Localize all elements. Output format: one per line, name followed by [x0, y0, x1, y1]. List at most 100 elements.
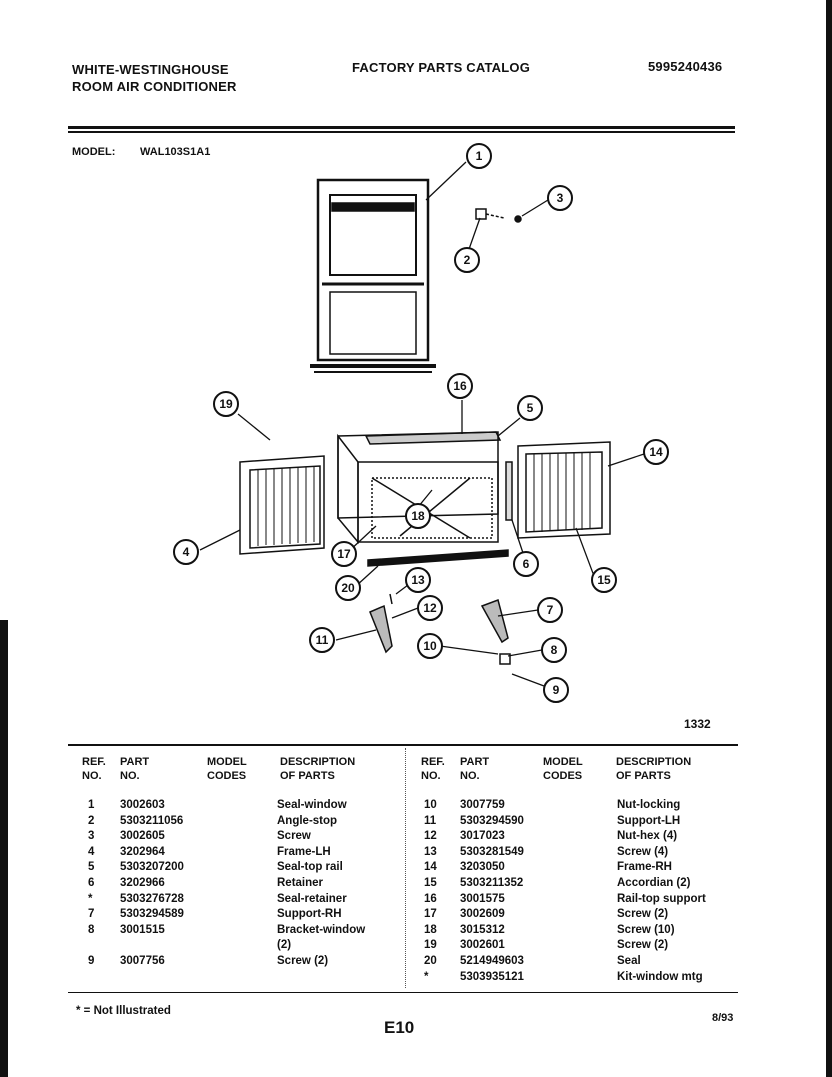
description-cell: Angle-stop: [277, 814, 338, 827]
ref-cell: 19: [424, 939, 437, 952]
part-number-cell: 5303211352: [460, 877, 524, 889]
ref-cell: 16: [424, 892, 437, 905]
callout-circles: [173, 143, 669, 703]
header-model-left: MODEL CODES: [207, 756, 247, 782]
description-cell: Rail-top support: [617, 892, 706, 905]
callout-2: 2: [464, 253, 471, 267]
model-label: MODEL:: [72, 146, 116, 158]
header-rule-thick: [68, 126, 735, 129]
part-number-cell: 5214949603: [460, 955, 524, 967]
brand-line-2: ROOM AIR CONDITIONER: [72, 79, 237, 94]
callout-numbers: 1 2 3 4 5 6 7 8 9 10 11 12 13 14 15 16 1…: [183, 149, 663, 697]
ref-cell: 2: [88, 814, 95, 827]
callout-11: 11: [316, 633, 329, 647]
ref-cell: *: [88, 892, 93, 905]
description-cell: Nut-locking: [617, 799, 681, 811]
description-cell: Screw: [277, 830, 311, 843]
header-part-right: PART NO.: [460, 756, 490, 782]
part-number-cell: 3017023: [460, 830, 505, 843]
ref-cell: 18: [424, 923, 437, 936]
description-cell: Screw (4): [617, 845, 669, 858]
callout-15: 15: [597, 573, 611, 587]
part-number-cell: 5303294589: [120, 908, 184, 921]
drawing-number: 1332: [684, 717, 711, 731]
part-number-cell: 3001575: [460, 892, 505, 905]
part-number-cell: 5303211056: [120, 814, 184, 827]
ref-cell: 11: [424, 814, 437, 827]
part-number-cell: 3007759: [460, 799, 505, 811]
ref-cell: 6: [88, 877, 95, 889]
description-cell: Seal-retainer: [277, 892, 347, 905]
callout-8: 8: [551, 643, 558, 657]
part-number-cell: 5303294590: [460, 814, 524, 827]
callout-14: 14: [649, 445, 663, 459]
description-cell: Support-LH: [617, 814, 681, 827]
table-top-rule: [68, 744, 738, 746]
exploded-parts-diagram: 1 2 3 4 5 6 7 8 9 10 11 12 13 14 15 16 1…: [173, 143, 711, 731]
part-number-cell: 5303281549: [460, 845, 524, 858]
ref-cell: 5: [88, 861, 95, 874]
ref-cell: 13: [424, 845, 437, 858]
callout-7: 7: [547, 603, 554, 617]
not-illustrated-note: * = Not Illustrated: [76, 1005, 171, 1017]
window-seal-drawing: [310, 178, 436, 373]
header-desc-left: DESCRIPTION OF PARTS: [280, 756, 356, 782]
callout-16: 16: [453, 379, 467, 393]
header-desc-right: DESCRIPTION OF PARTS: [616, 756, 692, 782]
catalog-number: 5995240436: [648, 59, 723, 74]
scan-edge-left: [0, 620, 8, 1077]
header-model-right: MODEL CODES: [543, 756, 583, 782]
callout-4: 4: [183, 545, 190, 559]
part-number-cell: 3002605: [120, 830, 165, 843]
ref-cell: 17: [424, 908, 437, 921]
header-ref-left: REF. NO.: [82, 756, 106, 782]
ref-cell: 3: [88, 830, 95, 843]
ref-cell: 9: [88, 955, 95, 967]
callout-6: 6: [523, 557, 530, 571]
description-cell: Seal: [617, 955, 641, 967]
catalog-title: FACTORY PARTS CATALOG: [352, 60, 531, 75]
description-cell: Screw (2): [617, 908, 669, 921]
part-number-cell: 3002601: [460, 939, 505, 952]
revision-date: 8/93: [712, 1012, 734, 1024]
description-cell: Screw (2): [277, 955, 329, 967]
table-bottom-rule: [68, 992, 738, 993]
ref-cell: *: [424, 970, 429, 983]
description-cell: Screw (2): [617, 939, 669, 952]
part-number-cell: 3002609: [460, 908, 505, 921]
description-cell: (2): [277, 939, 292, 952]
part-number-cell: 3002603: [120, 799, 165, 811]
ref-cell: 4: [88, 845, 95, 858]
callout-18: 18: [411, 509, 425, 523]
scan-edge-right: [826, 0, 832, 1077]
brand-line-1: WHITE-WESTINGHOUSE: [72, 62, 229, 77]
callout-17: 17: [337, 547, 351, 561]
part-number-cell: 3202964: [120, 845, 165, 858]
part-number-cell: 3007756: [120, 955, 165, 967]
description-cell: Frame-LH: [277, 845, 331, 858]
header-rule-thin: [68, 131, 735, 133]
model-value: WAL103S1A1: [140, 146, 211, 158]
description-cell: Frame-RH: [617, 861, 672, 874]
ref-cell: 14: [424, 861, 437, 874]
description-cell: Accordian (2): [617, 877, 691, 889]
description-cell: Seal-top rail: [277, 861, 343, 874]
part-number-cell: 5303276728: [120, 892, 184, 905]
part-number-cell: 3202966: [120, 877, 165, 889]
ref-cell: 7: [88, 908, 95, 921]
part-number-cell: 5303935121: [460, 970, 524, 983]
callout-19: 19: [219, 397, 233, 411]
description-cell: Support-RH: [277, 908, 342, 921]
callout-1: 1: [476, 149, 483, 163]
part-number-cell: 3203050: [460, 861, 505, 874]
header-ref-right: REF. NO.: [421, 756, 445, 782]
callout-leaders: [199, 161, 645, 687]
callout-10: 10: [423, 639, 437, 653]
ref-cell: 15: [424, 877, 437, 889]
callout-12: 12: [423, 601, 437, 615]
page-code: E10: [384, 1018, 415, 1037]
ref-cell: 8: [88, 923, 95, 936]
callout-9: 9: [553, 683, 560, 697]
callout-20: 20: [341, 581, 355, 595]
description-cell: Retainer: [277, 877, 324, 889]
